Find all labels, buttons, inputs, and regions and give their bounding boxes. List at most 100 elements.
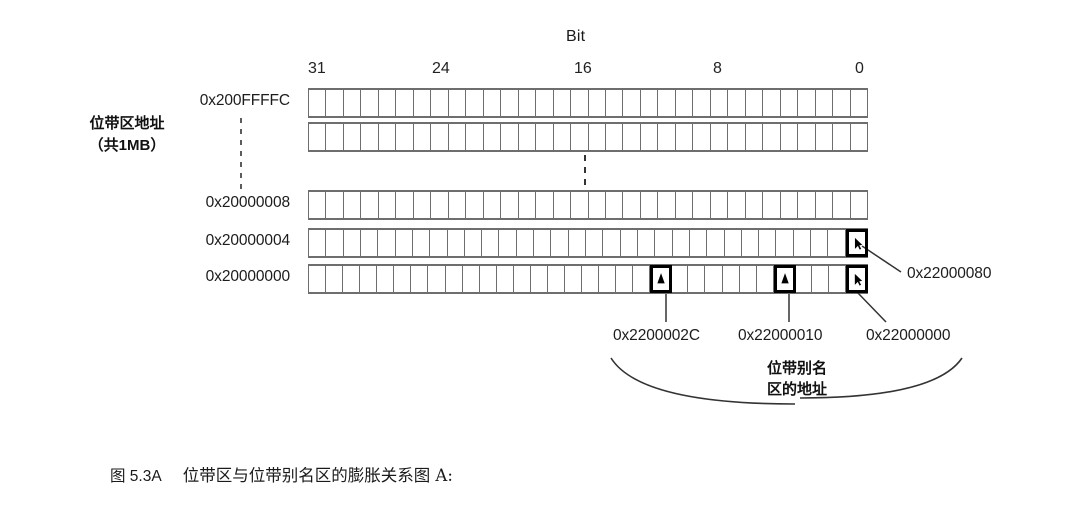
bit-cell xyxy=(582,266,600,292)
bit-cell xyxy=(606,90,624,116)
bit-row-0x20000008 xyxy=(308,190,868,220)
bit-cell xyxy=(344,90,362,116)
bit-cell xyxy=(430,230,448,256)
bit-cell xyxy=(816,90,834,116)
bit-band-region-label-line2: （共1MB） xyxy=(88,136,166,154)
bit-cell xyxy=(728,192,746,218)
bit-cell xyxy=(676,90,694,116)
bit-cell xyxy=(776,230,794,256)
bit-cell xyxy=(484,124,502,150)
bit-cell xyxy=(740,266,757,292)
up-arrow-icon xyxy=(657,273,665,284)
bit-cell xyxy=(536,90,554,116)
bit-cell xyxy=(309,192,327,218)
bit-cell xyxy=(378,230,396,256)
bit-cell xyxy=(673,230,690,256)
bit-cell xyxy=(851,90,867,116)
bit-cell xyxy=(531,266,548,292)
alias-address-0x22000000: 0x22000000 xyxy=(866,327,951,344)
bit-cell xyxy=(413,230,431,256)
bit-cell xyxy=(377,266,395,292)
up-arrow-icon xyxy=(781,273,789,284)
bit-cell xyxy=(851,192,867,218)
bit-cell xyxy=(623,90,641,116)
bit-cell xyxy=(795,266,812,292)
bit-cell xyxy=(711,90,729,116)
bit-row-0x20000000 xyxy=(308,264,868,294)
bit-cell xyxy=(606,124,624,150)
bit-cell xyxy=(746,124,764,150)
bit-cell xyxy=(396,90,414,116)
alias-region-label: 位带别名 区的地址 xyxy=(742,358,852,400)
bit-cell xyxy=(658,90,676,116)
bit-tick-24: 24 xyxy=(432,60,450,77)
bit-cell xyxy=(569,230,586,256)
bit-cell xyxy=(344,192,362,218)
bit-cell xyxy=(449,124,467,150)
bit-cell xyxy=(326,230,344,256)
bit-cell xyxy=(690,230,708,256)
bit-cell xyxy=(361,192,379,218)
bit-cell-highlighted[interactable] xyxy=(773,265,796,293)
bit-cell xyxy=(501,192,519,218)
cursor-arrow-icon xyxy=(854,273,863,286)
figure-caption-text: 位带区与位带别名区的膨胀关系图 A: xyxy=(182,466,453,485)
bit-cell xyxy=(484,90,502,116)
bit-cell xyxy=(519,90,537,116)
bit-cell xyxy=(414,90,432,116)
alias-address-0x22000010: 0x22000010 xyxy=(738,327,823,344)
bit-cell xyxy=(484,192,502,218)
figure-caption-number: 图 5.3A xyxy=(110,468,162,485)
bit-cell xyxy=(414,192,432,218)
bit-cell xyxy=(394,266,412,292)
bit-cell xyxy=(742,230,760,256)
bit-cell xyxy=(586,230,604,256)
bit-axis-title: Bit xyxy=(566,28,586,45)
bit-tick-8: 8 xyxy=(713,60,722,77)
bit-cell xyxy=(851,124,867,150)
bit-cell xyxy=(816,192,834,218)
figure-caption: 图 5.3A 位带区与位带别名区的膨胀关系图 A: xyxy=(110,462,453,486)
bit-cell xyxy=(781,90,799,116)
bit-cell xyxy=(658,124,676,150)
bit-cell-highlighted[interactable] xyxy=(845,265,868,293)
bit-cell xyxy=(757,266,774,292)
bit-cell-highlighted[interactable] xyxy=(650,265,673,293)
bit-cell xyxy=(536,124,554,150)
bit-cell xyxy=(360,266,378,292)
bit-cell xyxy=(676,124,694,150)
bit-cell xyxy=(326,90,344,116)
bit-cell xyxy=(554,124,572,150)
bit-cell xyxy=(641,124,659,150)
bit-cell xyxy=(811,230,829,256)
bit-cell xyxy=(723,266,740,292)
bit-cell xyxy=(554,90,572,116)
bit-cell xyxy=(623,124,641,150)
bit-cell xyxy=(603,230,621,256)
bit-cell xyxy=(616,266,634,292)
bit-cell xyxy=(828,230,846,256)
bit-cell xyxy=(519,124,537,150)
alias-region-label-line1: 位带别名 xyxy=(766,360,827,377)
bit-cell xyxy=(361,124,379,150)
address-0x200FFFFC: 0x200FFFFC xyxy=(199,92,290,109)
bit-row-0x200FFFFC xyxy=(308,88,868,118)
bit-cell xyxy=(589,90,606,116)
bit-cell xyxy=(449,192,467,218)
bit-cell xyxy=(446,266,463,292)
bit-cell xyxy=(763,90,781,116)
bit-cell xyxy=(833,90,851,116)
bit-cell xyxy=(816,124,834,150)
bit-cell xyxy=(379,124,397,150)
bit-cell xyxy=(763,192,781,218)
bit-cell xyxy=(688,266,706,292)
bit-tick-0: 0 xyxy=(855,60,864,77)
bit-cell xyxy=(812,266,829,292)
bit-cell xyxy=(833,192,851,218)
bit-cell xyxy=(536,192,554,218)
address-0x20000008: 0x20000008 xyxy=(205,194,290,211)
bit-cell xyxy=(621,230,638,256)
bit-cell-highlighted[interactable] xyxy=(845,229,868,257)
bit-cell xyxy=(517,230,535,256)
bit-cell xyxy=(326,266,344,292)
